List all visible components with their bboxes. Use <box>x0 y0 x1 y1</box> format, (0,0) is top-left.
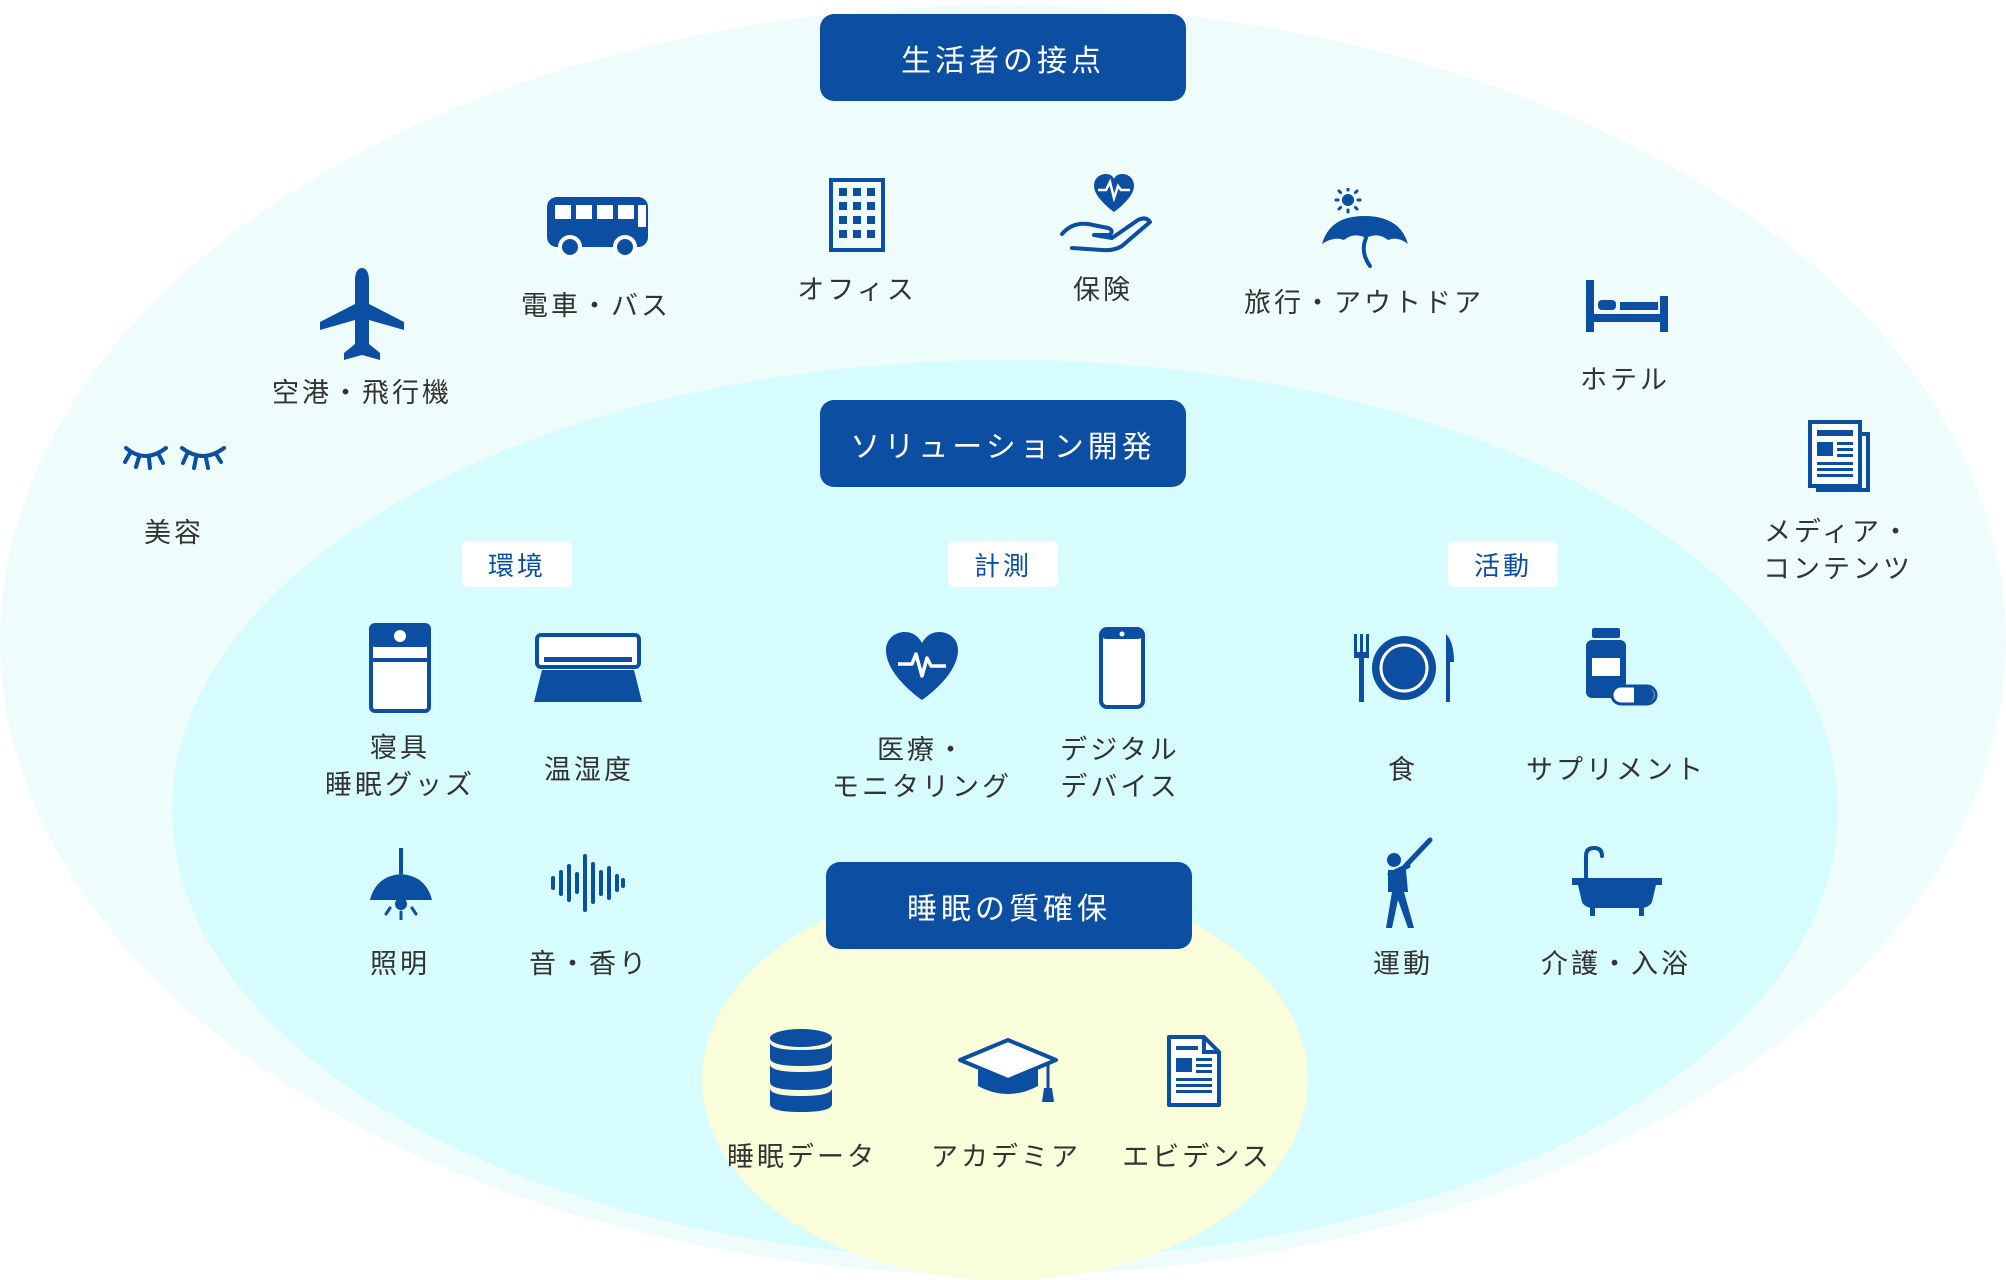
evidence-label: エビデンス <box>1122 1142 1272 1173</box>
bedding-label: 寝具 睡眠グッズ <box>325 733 475 801</box>
office-label: オフィス <box>797 275 917 306</box>
sleep-data-label: 睡眠データ <box>727 1142 877 1173</box>
exercise-label: 運動 <box>1373 949 1433 980</box>
measurement-category: 計測 <box>948 541 1058 587</box>
airplane-icon <box>320 268 404 360</box>
office-building-icon <box>829 178 885 252</box>
activity-category: 活動 <box>1448 541 1558 587</box>
hotel-label: ホテル <box>1580 365 1670 396</box>
bed-icon <box>1586 280 1668 332</box>
database-icon <box>770 1029 832 1112</box>
train-bus-label: 電車・バス <box>521 291 671 322</box>
media-label: メディア・ コンテンツ <box>1763 517 1913 585</box>
bedding-icon <box>369 623 431 713</box>
temp-humidity-label: 温湿度 <box>544 755 634 786</box>
heart-pulse-icon <box>886 632 958 700</box>
newspaper-icon <box>1808 420 1870 492</box>
insurance-label: 保険 <box>1073 275 1133 306</box>
lighting-label: 照明 <box>370 949 430 980</box>
beach-umbrella-icon <box>1322 188 1408 268</box>
baseball-batter-icon <box>1386 837 1433 928</box>
supplement-label: サプリメント <box>1526 755 1706 786</box>
solutions-header: ソリューション開発 <box>820 400 1186 487</box>
bus-icon <box>547 197 648 259</box>
graduation-cap-icon <box>958 1038 1058 1102</box>
plate-cutlery-icon <box>1354 634 1454 702</box>
beauty-label: 美容 <box>144 518 204 549</box>
food-label: 食 <box>1388 755 1418 786</box>
document-icon <box>1167 1035 1221 1107</box>
care-bath-label: 介護・入浴 <box>1541 949 1691 980</box>
sound-scent-label: 音・香り <box>529 949 649 980</box>
travel-label: 旅行・アウトドア <box>1244 288 1484 319</box>
pendant-lamp-icon <box>370 848 432 920</box>
eyelashes-icon <box>123 446 226 470</box>
supplement-bottle-icon <box>1586 628 1658 706</box>
heart-in-hand-icon <box>1060 174 1152 253</box>
smartphone-icon <box>1099 627 1145 709</box>
academia-label: アカデミア <box>931 1142 1081 1173</box>
quality-header: 睡眠の質確保 <box>826 862 1192 949</box>
bathtub-icon <box>1572 846 1662 916</box>
touchpoints-header: 生活者の接点 <box>820 14 1186 101</box>
medical-label: 医療・ モニタリング <box>832 735 1012 803</box>
environment-category: 環境 <box>462 541 572 587</box>
air-conditioner-icon <box>534 633 642 702</box>
digital-device-label: デジタル デバイス <box>1060 735 1180 803</box>
sound-wave-icon <box>551 854 625 912</box>
airport-label: 空港・飛行機 <box>272 378 452 409</box>
